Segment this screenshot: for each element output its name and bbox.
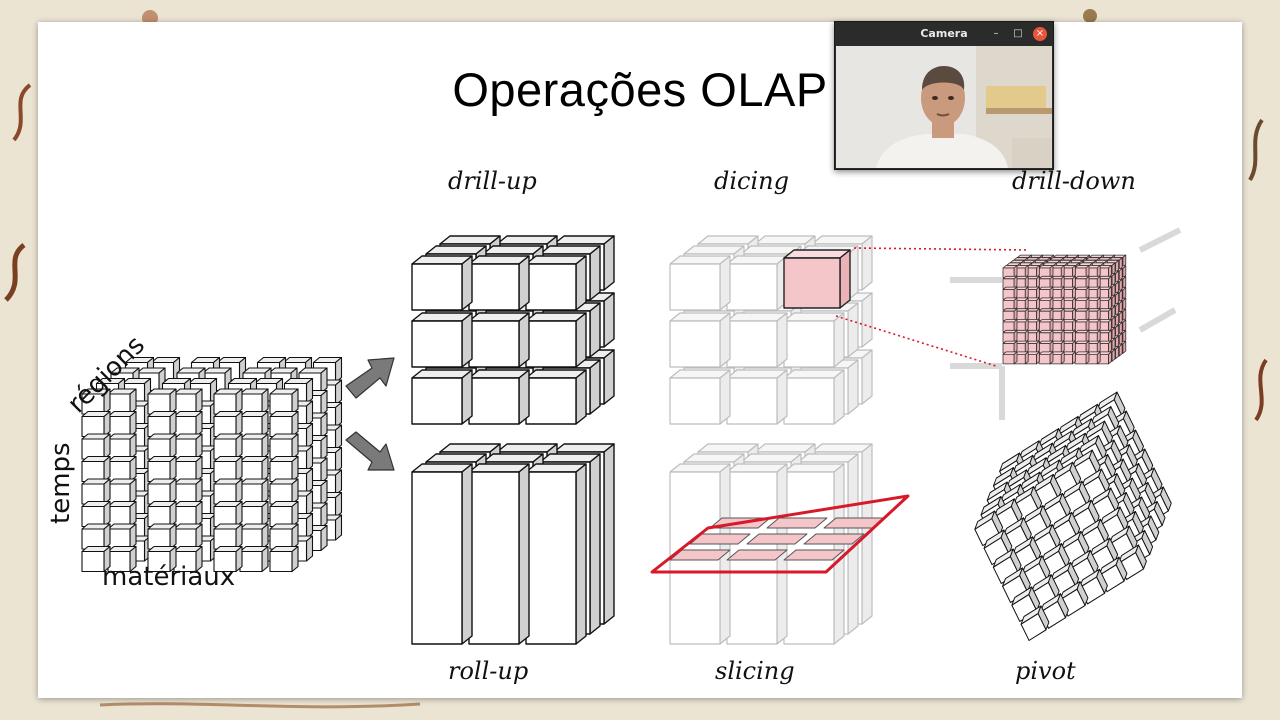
label-drill-down: drill-down <box>1012 167 1136 195</box>
dicing-cube <box>669 235 873 425</box>
slicing-cube <box>650 443 910 645</box>
close-button[interactable]: × <box>1033 27 1047 41</box>
camera-window-title[interactable]: Camera <box>920 27 968 40</box>
label-drill-up: drill-up <box>448 167 537 195</box>
label-roll-up: roll-up <box>448 657 529 685</box>
label-dicing: dicing <box>714 167 789 195</box>
pivot-cube <box>974 391 1172 641</box>
roll-up-columns <box>411 443 615 645</box>
minimize-button[interactable]: – <box>993 28 999 39</box>
transform-arrows <box>345 357 395 471</box>
camera-window[interactable]: Camera – □ × <box>834 21 1054 170</box>
drill-up-cube <box>411 235 615 425</box>
label-slicing: slicing <box>715 657 795 685</box>
source-data-cube <box>81 356 343 573</box>
axis-label-time: temps <box>46 442 76 524</box>
axis-label-materials: matériaux <box>102 562 236 592</box>
label-pivot: pivot <box>1015 657 1076 685</box>
slide-title: Operações OLAP <box>452 63 828 116</box>
maximize-button[interactable]: □ <box>1013 28 1023 39</box>
webcam-feed <box>836 46 1052 168</box>
drill-down-cube <box>835 227 1182 420</box>
